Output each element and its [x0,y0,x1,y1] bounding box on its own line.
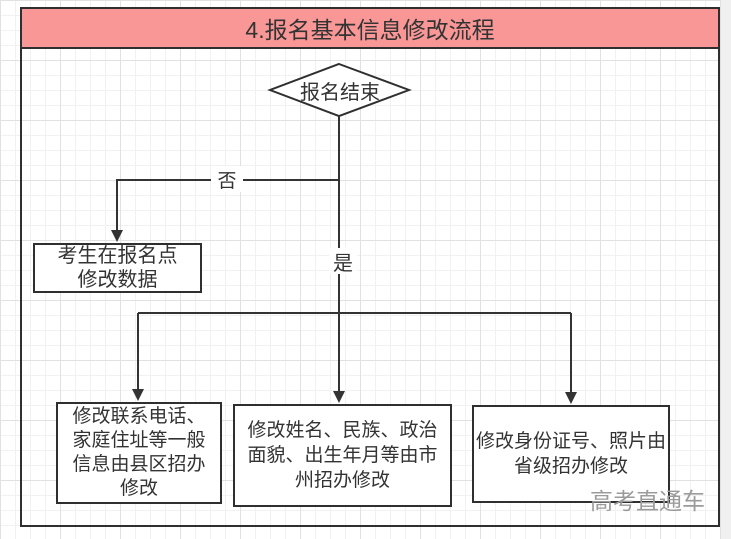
connector-no-branch [116,179,339,230]
box-text-line: 修改姓名、民族、政治 [247,420,438,441]
title-bar: 4.报名基本信息修改流程 [20,7,720,49]
arrowhead-to-province-box [565,392,577,404]
box-text-line: 修改 [119,478,158,499]
box-text-line: 面貌、出生年月等由市 [247,445,438,466]
box-text-line: 省级招办修改 [513,456,628,477]
box-text-line: 家庭住址等一般 [72,430,206,451]
box-text-line: 信息由县区招办 [72,454,206,475]
arrowhead-to-city-box [333,391,345,403]
arrowhead-to-county-box [132,389,144,401]
page-right-margin [721,0,731,539]
box-text-line: 考生在报名点 [57,245,178,267]
flow-box-city-office-modify: 修改姓名、民族、政治 面貌、出生年月等由市 州招办修改 [233,404,452,507]
page-title: 4.报名基本信息修改流程 [245,17,495,43]
box-text-line: 修改联系电话、 [72,406,206,427]
branch-label-no: 否 [211,166,243,192]
box-text-line: 州招办修改 [294,470,390,491]
decision-diamond-label: 报名结束 [300,81,380,104]
branch-label-yes: 是 [329,248,357,275]
arrowhead-to-no-result-box [111,230,123,242]
flow-box-county-office-modify: 修改联系电话、 家庭住址等一般 信息由县区招办 修改 [56,402,222,504]
box-text-line: 修改数据 [77,269,158,291]
watermark: 高考直通车 [590,488,705,514]
box-text-line: 修改身份证号、照片由 [475,431,666,452]
flow-box-province-office-modify: 修改身份证号、照片由 省级招办修改 [472,405,670,503]
flow-box-modify-at-registration-point: 考生在报名点 修改数据 [33,243,202,293]
